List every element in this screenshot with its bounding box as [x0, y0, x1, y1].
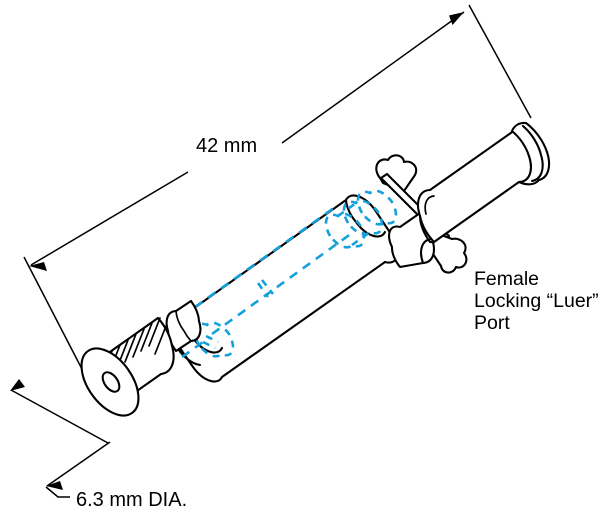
luer-end-flange-inner-arc — [521, 124, 544, 183]
luer-end-flange-outer — [510, 121, 551, 186]
dimension-label-diameter: 6.3 mm DIA. — [76, 489, 187, 511]
plunger-knob — [80, 299, 202, 417]
arrow-head-left — [29, 262, 47, 271]
knob-collar-ring — [165, 299, 202, 353]
callout-luer-port: Female Locking “Luer” Port — [474, 268, 599, 334]
dia-dimension-line — [10, 389, 109, 444]
piston-link-upper — [337, 201, 357, 218]
dimension-line-left-segment — [30, 171, 189, 266]
piston-ellipse-1 — [324, 212, 366, 249]
piston-ellipse-3 — [356, 189, 398, 226]
piston-link-lower — [351, 230, 371, 247]
knob-collar-ring-groove — [175, 310, 192, 342]
plunger-rod-line-upper — [194, 203, 339, 309]
callout-line-1: Female — [474, 268, 539, 290]
bore-hidden-edge — [181, 335, 211, 359]
dia-leader-jog — [45, 486, 70, 498]
extension-line-right — [468, 4, 532, 119]
dia-arrow-head-upper — [10, 379, 25, 391]
dimension-label-42mm: 42 mm — [196, 135, 257, 157]
arrow-head-right — [449, 12, 464, 25]
hidden-internal-plunger — [181, 189, 398, 359]
luer-port-assembly — [375, 121, 551, 274]
callout-line-2: Locking “Luer” — [474, 290, 599, 312]
luer-collar-near-rim — [418, 214, 436, 244]
knob-center-hole — [101, 371, 121, 393]
barrel-body — [169, 194, 399, 383]
extension-line-left — [23, 256, 85, 374]
luer-bore-arc — [424, 195, 435, 215]
syringe-assembly — [80, 121, 551, 417]
finger-flange-front — [429, 229, 468, 274]
plunger-rod-end-disc — [193, 321, 235, 358]
dia-arrow-head-lower — [46, 481, 63, 490]
syringe-barrel — [169, 194, 399, 383]
callout-line-3: Port — [474, 312, 510, 334]
dia-leader-line — [46, 441, 111, 487]
plunger-rod-rib — [256, 279, 275, 298]
plunger-rod-line-lower — [211, 231, 353, 336]
dimension-barrel-diameter: 6.3 mm DIA. — [10, 379, 187, 511]
luer-collar-body — [416, 128, 533, 244]
dimension-line-right-segment — [281, 11, 465, 144]
dimension-overall-length: 42 mm — [23, 4, 532, 374]
